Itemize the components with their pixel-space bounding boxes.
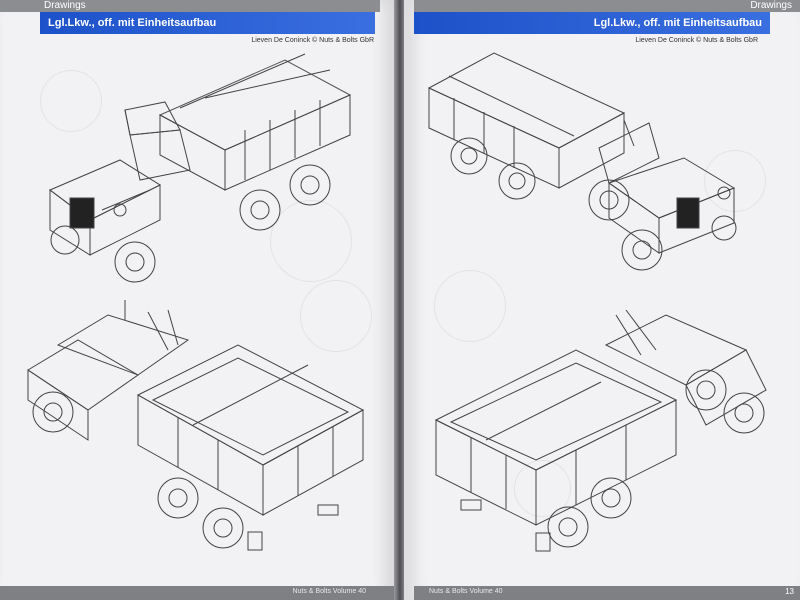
- truck-drawing-front-right: [424, 38, 764, 283]
- right-footer: Nuts & Bolts Volume 40 13: [414, 586, 800, 600]
- right-footer-text: Nuts & Bolts Volume 40: [429, 588, 503, 595]
- right-page-title: Lgl.Lkw., off. mit Einheitsaufbau: [593, 17, 762, 29]
- left-page-title: Lgl.Lkw., off. mit Einheitsaufbau: [48, 17, 217, 29]
- truck-drawing-front-left: [30, 40, 360, 290]
- right-page: Drawings Lgl.Lkw., off. mit Einheitsaufb…: [404, 0, 800, 600]
- left-header-strip: [0, 0, 380, 12]
- truck-drawing-rear-right: [18, 300, 368, 565]
- right-page-number: 13: [785, 587, 794, 596]
- left-credit: Lieven De Coninck © Nuts & Bolts GbR: [251, 37, 374, 44]
- right-credit: Lieven De Coninck © Nuts & Bolts GbR: [635, 37, 758, 44]
- left-footer-text: Nuts & Bolts Volume 40: [292, 588, 366, 595]
- left-footer: Nuts & Bolts Volume 40: [0, 586, 396, 600]
- truck-drawing-rear-left: [426, 305, 776, 565]
- right-title-bar: Lgl.Lkw., off. mit Einheitsaufbau: [414, 12, 770, 34]
- left-section-label: Drawings: [44, 0, 86, 11]
- left-page: Drawings Lgl.Lkw., off. mit Einheitsaufb…: [0, 0, 396, 600]
- book-gutter: [394, 0, 406, 600]
- right-header-strip: [414, 0, 800, 12]
- right-section-label: Drawings: [750, 0, 792, 11]
- left-title-bar: Lgl.Lkw., off. mit Einheitsaufbau: [40, 12, 375, 34]
